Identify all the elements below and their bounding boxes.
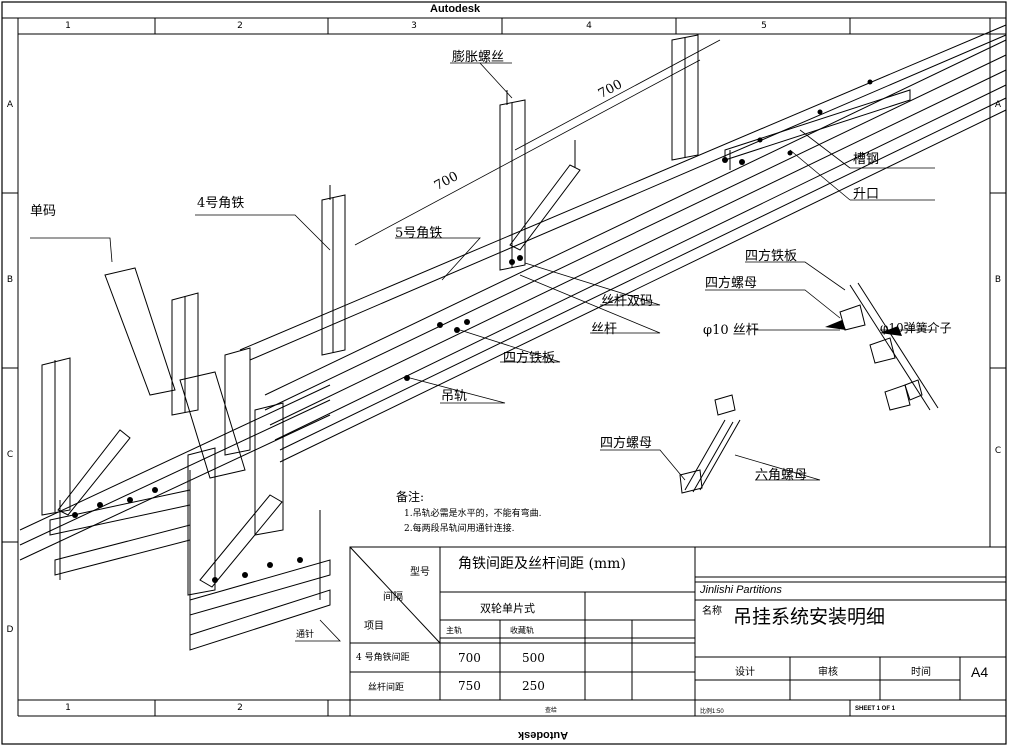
label-square-nut-lower: 四方螺母	[600, 436, 653, 451]
table-row2-storage: 250	[522, 679, 545, 693]
zone-row-right-b: B	[994, 275, 1002, 285]
titleblock-design: 设计	[735, 667, 755, 678]
label-angle-iron-5: 5号角铁	[395, 226, 443, 241]
table-model: 型号	[410, 567, 430, 578]
brand-bottom: Autodesk	[518, 729, 569, 741]
zone-row-b: B	[6, 275, 14, 285]
table-row2-label: 丝杆间距	[368, 683, 405, 693]
label-rail: 吊轨	[441, 389, 468, 404]
table-double-wheel: 双轮单片式	[480, 602, 535, 615]
zone-col-2: 2	[237, 21, 243, 31]
table-row1-label: 4 号角铁间距	[356, 653, 410, 663]
notes-line-2: 2.每两段吊轨间用通针连接.	[404, 524, 515, 534]
titleblock-review: 审核	[818, 667, 838, 678]
zone-row-a: A	[6, 100, 14, 110]
titleblock-sheet: SHEET 1 OF 1	[855, 706, 896, 712]
label-square-plate-main: 四方铁板	[503, 351, 556, 366]
table-item: 项目	[364, 621, 384, 632]
zone-col-bottom-1: 1	[65, 703, 71, 713]
table-storage-rail: 收藏轨	[510, 626, 534, 635]
table-footer-small: 查给	[545, 707, 558, 714]
label-angle-iron-4: 4号角铁	[197, 196, 245, 211]
notes-title: 备注:	[396, 490, 425, 504]
zone-row-right-c: C	[994, 446, 1002, 456]
table-row1-main: 700	[458, 651, 481, 665]
titleblock-scale: 比例1:50	[700, 709, 724, 715]
zone-row-c: C	[6, 450, 14, 460]
titleblock-size: A4	[971, 664, 989, 680]
brand-top: Autodesk	[430, 3, 481, 15]
zone-col-bottom-2: 2	[237, 703, 243, 713]
table-row1-storage: 500	[522, 651, 545, 665]
table-main-header: 角铁间距及丝杆间距 (mm)	[458, 556, 626, 572]
titleblock-company: Jinlishi Partitions	[700, 584, 782, 596]
table-main-rail: 主轨	[446, 626, 462, 635]
label-lift-opening: 升口	[853, 187, 880, 202]
table-row2-main: 750	[458, 679, 481, 693]
zone-col-4: 4	[586, 21, 592, 31]
label-expansion-screw: 膨胀螺丝	[452, 50, 505, 65]
zone-col-1: 1	[65, 21, 71, 31]
label-hex-nut: 六角螺母	[755, 468, 808, 483]
label-through-nail: 通针	[296, 630, 315, 640]
label-square-nut-detail: 四方螺母	[705, 276, 758, 291]
zone-col-3: 3	[411, 21, 417, 31]
titleblock-name-label: 名称	[702, 606, 722, 617]
titleblock-time: 时间	[911, 667, 931, 678]
label-spring-washer: φ10弹簧介子	[880, 321, 952, 335]
label-single-clip: 单码	[30, 204, 57, 219]
label-rod-double-clip: 丝杆双码	[601, 294, 654, 309]
zone-row-right-a: A	[994, 100, 1002, 110]
label-rod: 丝杆	[591, 322, 618, 337]
label-rod-phi10: φ10 丝杆	[703, 323, 759, 338]
titleblock-drawing-name: 吊挂系统安装明细	[733, 606, 886, 628]
table-spacing: 间隔	[383, 592, 403, 603]
zone-row-d: D	[6, 625, 14, 635]
zone-col-5: 5	[761, 21, 767, 31]
label-channel-steel: 槽钢	[853, 152, 880, 167]
label-square-plate-detail: 四方铁板	[745, 249, 798, 264]
notes-line-1: 1.吊轨必需是水平的，不能有弯曲.	[404, 509, 542, 519]
